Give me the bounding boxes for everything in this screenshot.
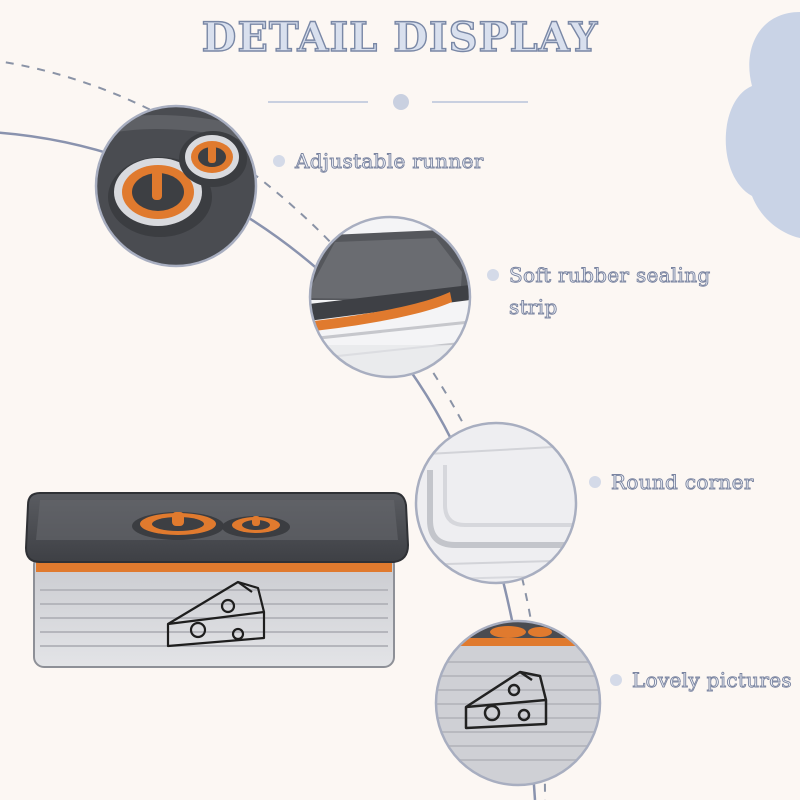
feature-bullet-2: [487, 269, 499, 281]
product-vent-large: [132, 512, 224, 540]
feature-label-lovely-pictures: Lovely pictures: [632, 668, 793, 693]
feature-label-round-corner: Round corner: [611, 470, 754, 495]
feature-label-adjustable-runner: Adjustable runner: [295, 149, 484, 174]
decor-blob: [725, 12, 800, 238]
title-divider-dot: [393, 94, 409, 110]
page-title: DETAIL DISPLAY: [201, 13, 599, 61]
detail-circle-adjustable-runner: [94, 104, 258, 268]
cheese-icon-closeup: [464, 670, 548, 730]
feature-bullet-3: [589, 476, 601, 488]
detail-circle-seal-strip: [308, 215, 472, 379]
detail-circle-lovely-pictures: [434, 619, 602, 787]
product-vent-small: [222, 516, 290, 538]
feature-bullet-4: [610, 674, 622, 686]
feature-label-seal-strip: Soft rubber sealing strip: [509, 263, 711, 320]
product-container: [24, 492, 410, 668]
cheese-icon: [166, 580, 266, 648]
feature-bullet-1: [273, 155, 285, 167]
detail-circle-round-corner: [414, 421, 578, 585]
